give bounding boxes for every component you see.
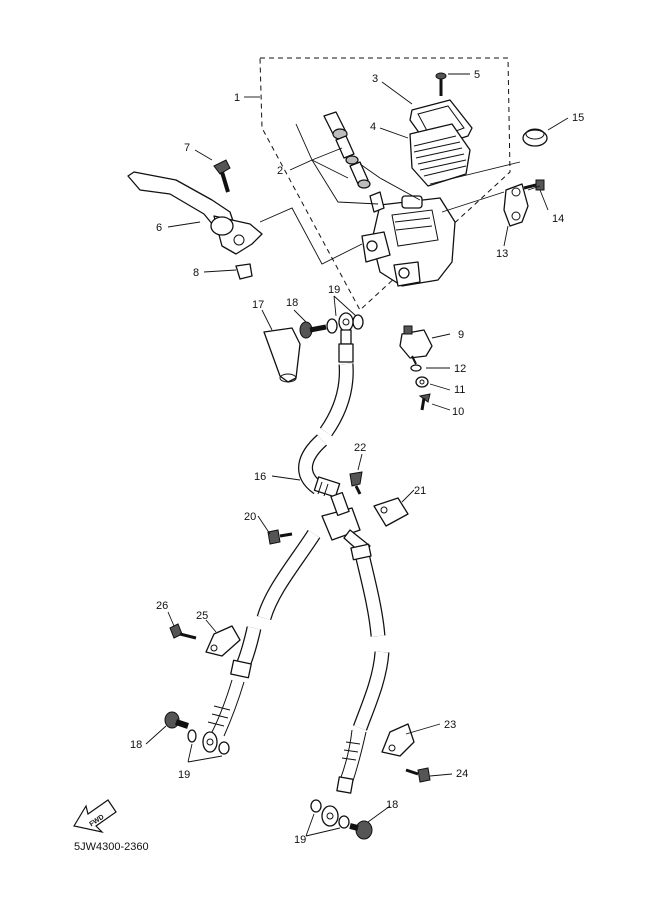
leader-lines: [145, 73, 569, 837]
right-caliper-banjo: [321, 805, 339, 827]
left-caliper-banjo: [202, 731, 218, 753]
callout-22: 22: [354, 442, 366, 454]
reservoir-diaphragm: [409, 123, 471, 187]
callout-21: 21: [414, 485, 426, 497]
union-bolt-right: [349, 820, 373, 840]
bolt-24: [405, 767, 431, 783]
union-bolt-left: [164, 711, 189, 729]
callout-4: 4: [370, 121, 376, 133]
bolt-26: [169, 623, 197, 640]
callout-1: 1: [234, 92, 240, 104]
callout-19-top: 19: [328, 284, 340, 296]
mirror-hole-cap: [522, 128, 548, 147]
brake-light-switch: [399, 325, 433, 365]
hose-holder-bolt-22: [349, 471, 363, 495]
callout-24: 24: [456, 768, 468, 780]
brake-hose-16: [298, 434, 341, 498]
callout-8: 8: [193, 267, 199, 279]
master-cylinder-body: [361, 195, 456, 287]
union-bolt-top: [299, 321, 327, 339]
hose-holder-23: [381, 723, 415, 757]
callout-18-right: 18: [386, 799, 398, 811]
callout-26: 26: [156, 600, 168, 612]
brake-hose-upper: [319, 363, 354, 437]
hose-holder-25: [205, 625, 241, 657]
callout-17: 17: [252, 299, 264, 311]
hose-holder-bracket: [373, 497, 409, 527]
callout-16: 16: [254, 471, 266, 483]
piston-kit: [323, 111, 385, 213]
callout-9: 9: [458, 329, 464, 341]
hose-joint: [321, 491, 371, 555]
joint-bolt-20: [267, 529, 293, 545]
callout-3: 3: [372, 73, 378, 85]
callout-2: 2: [277, 165, 283, 177]
lever-pivot-bolt: [213, 159, 231, 193]
callout-6: 6: [156, 222, 162, 234]
callout-19-left: 19: [178, 769, 190, 781]
part-code: 5JW4300-2360: [74, 841, 149, 853]
callout-7: 7: [184, 142, 190, 154]
callout-11: 11: [454, 384, 465, 396]
callout-20: 20: [244, 511, 256, 523]
callout-18-left: 18: [130, 739, 142, 751]
callout-19-right: 19: [294, 834, 306, 846]
callout-12: 12: [454, 363, 466, 375]
callout-23: 23: [444, 719, 456, 731]
master-cylinder-holder: [503, 183, 529, 227]
brake-hose-left-lower: [256, 529, 321, 621]
lever-nut: [235, 263, 253, 280]
cap-screw: [435, 72, 447, 96]
callout-5: 5: [474, 69, 480, 81]
callout-labels: 1 2 3 4 5 6 7 8 9 10 11 12 13 14 15 16 1…: [130, 69, 584, 846]
copper-washers-right: [310, 799, 350, 829]
callout-15: 15: [572, 112, 584, 124]
brake-hose-right-lower: [350, 543, 386, 637]
switch-washers-screw: [410, 364, 431, 411]
fwd-arrow-icon: FWD: [73, 799, 117, 834]
callout-14: 14: [552, 213, 564, 225]
callout-25: 25: [196, 610, 208, 622]
brake-lever: [127, 171, 263, 255]
brake-hose-banjo-top: [338, 312, 354, 363]
callout-10: 10: [452, 406, 464, 418]
brake-hose-right-caliper: [336, 651, 390, 794]
brake-hose-left-caliper: [207, 626, 262, 737]
callout-13: 13: [496, 248, 508, 260]
holder-bolt: [523, 179, 545, 191]
copper-washers-left: [187, 729, 230, 755]
callout-18-top: 18: [286, 297, 298, 309]
copper-washers-top: [326, 314, 364, 334]
union-bolt-cover: [263, 327, 301, 383]
